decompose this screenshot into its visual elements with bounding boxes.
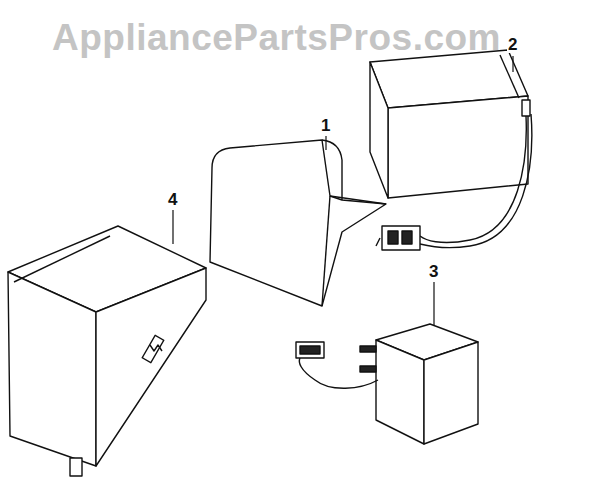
battery — [370, 50, 532, 250]
leader-lines — [173, 56, 513, 326]
callout-number: 2 — [507, 36, 518, 53]
watermark: AppliancePartsPros.com — [52, 19, 501, 56]
callout-number: 3 — [428, 263, 439, 280]
battery-housing — [8, 226, 206, 476]
callout-number: 1 — [320, 117, 331, 134]
battery-cover — [210, 140, 386, 306]
battery-charger — [296, 324, 478, 444]
callout-number: 4 — [167, 191, 178, 208]
